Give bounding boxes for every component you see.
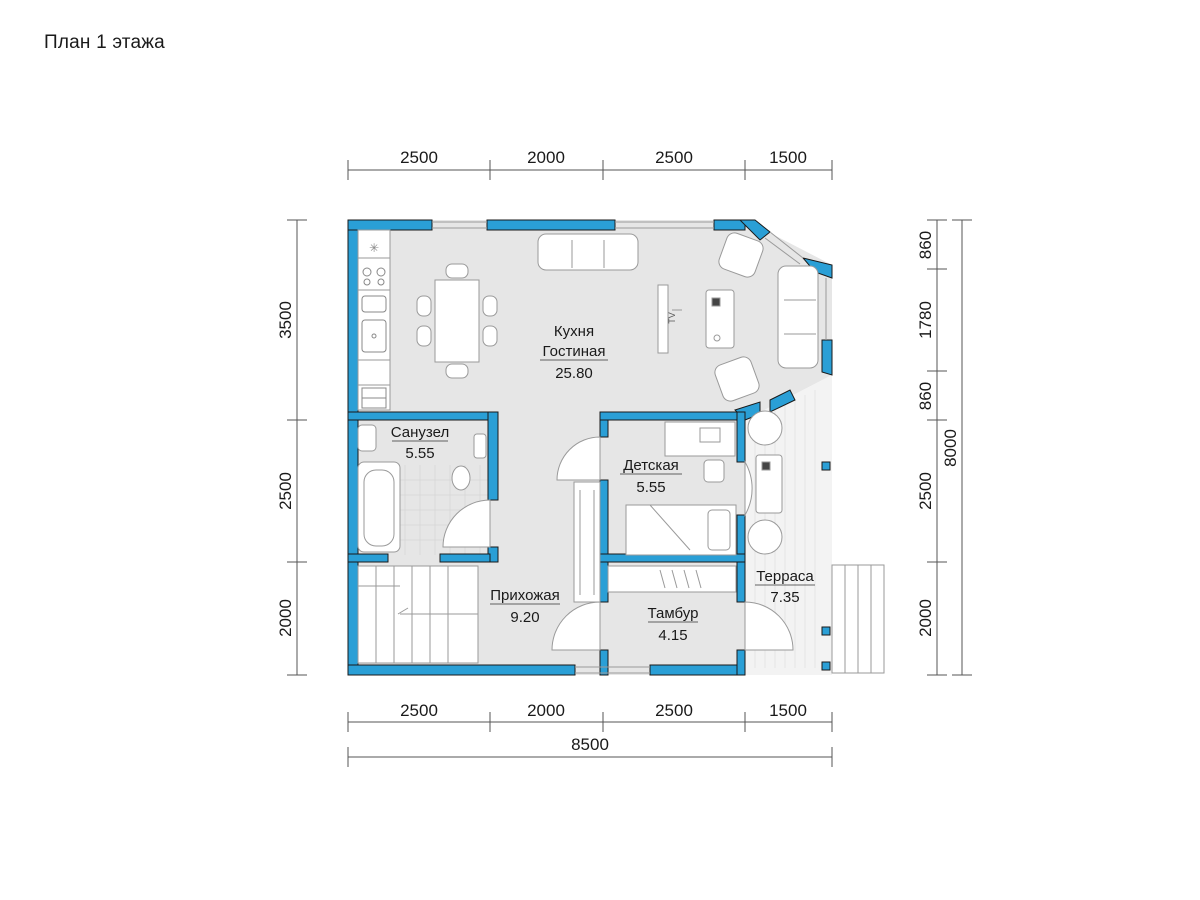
tv-icon	[657, 284, 682, 354]
room-terrace-name: Терраса	[756, 568, 814, 585]
room-bathroom-area: 5.55	[405, 445, 434, 462]
room-kitchen-name2: Гостиная	[543, 343, 606, 360]
extractor-icon: ✳	[369, 241, 379, 255]
sofa-icon	[537, 233, 639, 271]
dim-bottom-4: 1500	[769, 701, 807, 720]
bathroom-sink-icon	[357, 424, 377, 452]
dim-right-3: 860	[916, 382, 935, 410]
dim-left-1: 3500	[276, 301, 295, 339]
dim-left-3: 2000	[276, 599, 295, 637]
dim-bottom-total: 8500	[571, 735, 609, 754]
dim-top-3: 2500	[655, 148, 693, 167]
room-hall-area: 9.20	[510, 609, 539, 626]
armchair-icon	[714, 232, 764, 402]
room-terrace-area: 7.35	[770, 589, 799, 606]
dim-top-1: 2500	[400, 148, 438, 167]
door-swing-icon	[442, 436, 794, 651]
dim-top-4: 1500	[769, 148, 807, 167]
terrace-furniture	[747, 410, 783, 555]
dim-bottom-2: 2000	[527, 701, 565, 720]
dim-right-total: 8000	[941, 429, 960, 467]
dim-right-2: 1780	[916, 301, 935, 339]
dim-bottom-3: 2500	[655, 701, 693, 720]
kids-wardrobe-icon	[607, 565, 737, 593]
sink-icon	[361, 295, 387, 353]
bathtub-icon	[357, 461, 401, 553]
toilet-icon	[451, 433, 487, 491]
room-vestibule-area: 4.15	[658, 627, 687, 644]
room-vestibule-name: Тамбур	[648, 605, 699, 622]
room-kids-name: Детская	[623, 457, 679, 474]
windows	[432, 221, 827, 674]
dim-bottom-1: 2500	[400, 701, 438, 720]
tv-label: TV	[667, 312, 677, 324]
fridge-icon	[361, 387, 387, 409]
room-kitchen-name1: Кухня	[554, 323, 594, 340]
walls	[347, 219, 833, 676]
bed-icon	[625, 504, 737, 556]
dim-right-4: 2500	[916, 472, 935, 510]
room-kitchen-area: 25.80	[555, 365, 593, 382]
stairs-icon	[357, 565, 479, 664]
dim-top-2: 2000	[527, 148, 565, 167]
terrace-steps-icon	[831, 564, 885, 674]
dimension-lines	[287, 160, 972, 767]
dim-right-5: 2000	[916, 599, 935, 637]
dim-right-1: 860	[916, 231, 935, 259]
dim-left-2: 2500	[276, 472, 295, 510]
page-title: План 1 этажа	[44, 32, 165, 53]
desk-icon	[664, 421, 736, 483]
room-hall-name: Прихожая	[490, 587, 560, 604]
cooktop-icon	[362, 267, 386, 286]
coffee-table-icon	[705, 289, 735, 349]
room-kids-area: 5.55	[636, 479, 665, 496]
room-bathroom-name: Санузел	[391, 424, 449, 441]
corner-sofa-icon	[777, 265, 819, 369]
dining-table-icon	[416, 263, 498, 379]
wardrobe-icon	[573, 481, 601, 603]
